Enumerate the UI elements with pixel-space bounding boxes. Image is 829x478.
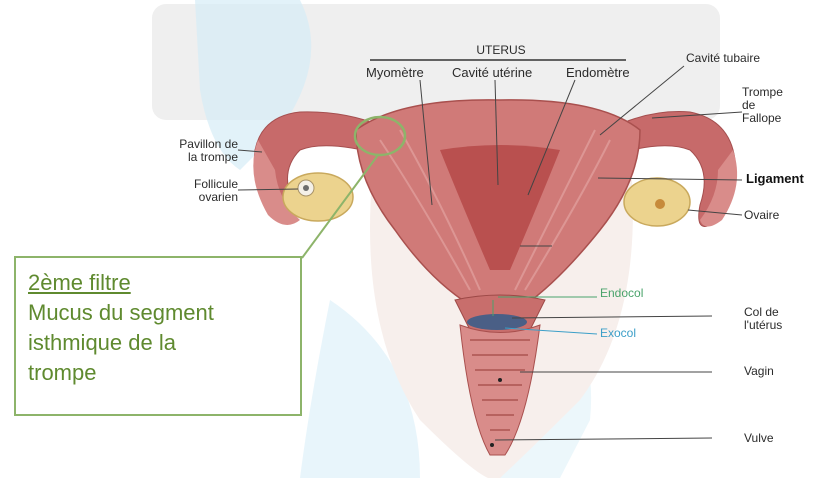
callout-line-2: isthmique de la bbox=[28, 328, 288, 358]
label-cavite-uterine: Cavité utérine bbox=[452, 66, 532, 79]
label-ovaire: Ovaire bbox=[744, 209, 779, 222]
label-vulve: Vulve bbox=[744, 432, 774, 445]
label-endocol: Endocol bbox=[600, 287, 643, 300]
label-vagin: Vagin bbox=[744, 365, 774, 378]
label-exocol: Exocol bbox=[600, 327, 636, 340]
filter-callout-box: 2ème filtre Mucus du segment isthmique d… bbox=[14, 256, 302, 416]
label-col-uterus: Col de l'utérus bbox=[744, 306, 782, 332]
label-ligament: Ligament bbox=[746, 172, 804, 185]
callout-line-3: trompe bbox=[28, 358, 288, 388]
label-follicule: Follicule ovarien bbox=[178, 178, 238, 204]
callout-title: 2ème filtre bbox=[28, 268, 288, 298]
left-ovary bbox=[283, 173, 353, 221]
label-myometre: Myomètre bbox=[366, 66, 424, 79]
exocol-opening bbox=[467, 314, 527, 330]
callout-line-1: Mucus du segment bbox=[28, 298, 288, 328]
label-uterus: UTERUS bbox=[456, 44, 546, 57]
label-pavillon: Pavillon de la trompe bbox=[158, 138, 238, 164]
label-trompe-fallope: Trompe de Fallope bbox=[742, 86, 783, 125]
label-endometre: Endomètre bbox=[566, 66, 630, 79]
label-cavite-tubaire: Cavité tubaire bbox=[686, 52, 760, 65]
